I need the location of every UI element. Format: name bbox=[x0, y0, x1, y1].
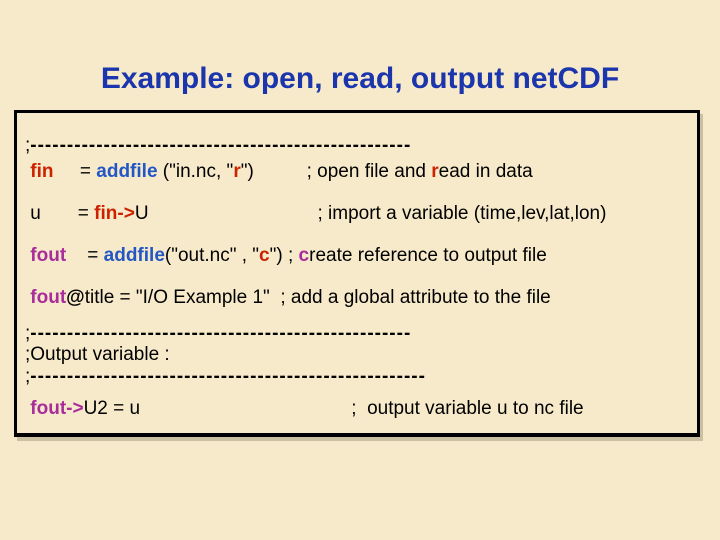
code-segment: ----------------------------------------… bbox=[30, 366, 426, 387]
code-line-open-input-file: fin = addfile ("in.nc, "r") ; open file … bbox=[25, 161, 533, 183]
code-segment: ----------------------------------------… bbox=[30, 135, 412, 156]
code-segment: ") ; bbox=[269, 245, 299, 266]
code-segment: ; bbox=[25, 323, 31, 344]
code-segment: ; output variable u to nc file bbox=[140, 398, 584, 419]
code-segment: ; bbox=[25, 135, 31, 156]
code-segment: ead in data bbox=[438, 161, 533, 182]
code-segment: r bbox=[233, 161, 241, 182]
code-segment: fin bbox=[30, 161, 54, 182]
code-segment: fout bbox=[30, 287, 67, 308]
code-segment: fout bbox=[30, 245, 67, 266]
code-line-output-variable: fout->U2 = u ; output variable u to nc f… bbox=[25, 398, 584, 420]
comment-divider-line: ;---------------------------------------… bbox=[25, 135, 411, 157]
code-box: ;---------------------------------------… bbox=[14, 110, 700, 437]
code-segment: U2 = u bbox=[83, 398, 141, 419]
code-segment: reate reference to output file bbox=[309, 245, 547, 266]
code-segment: ("out.nc" , " bbox=[164, 245, 260, 266]
code-segment: c bbox=[259, 245, 270, 266]
code-segment: ; bbox=[25, 366, 31, 387]
code-segment: = bbox=[66, 245, 104, 266]
code-segment: ") bbox=[240, 161, 254, 182]
code-segment: ;Output variable : bbox=[25, 344, 170, 365]
code-segment: addfile bbox=[96, 161, 158, 182]
code-segment: c bbox=[298, 245, 310, 266]
code-segment: title = "I/O Example 1" ; add a global a… bbox=[84, 287, 551, 308]
code-line-import-variable: u = fin->U ; import a variable (time,lev… bbox=[25, 203, 606, 225]
code-segment: U bbox=[134, 203, 149, 224]
code-segment: u = bbox=[25, 203, 95, 224]
code-segment: ("in.nc, " bbox=[157, 161, 234, 182]
code-segment: ; import a variable (time,lev,lat,lon) bbox=[148, 203, 607, 224]
code-segment: ; open file and bbox=[253, 161, 432, 182]
comment-divider-line: ;---------------------------------------… bbox=[25, 366, 426, 388]
code-segment: fout-> bbox=[30, 398, 84, 419]
code-segment: = bbox=[53, 161, 97, 182]
code-segment: r bbox=[431, 161, 439, 182]
code-segment: fin-> bbox=[94, 203, 135, 224]
code-segment: ----------------------------------------… bbox=[30, 323, 412, 344]
comment-output-variable: ;Output variable : bbox=[25, 344, 170, 366]
comment-divider-line: ;---------------------------------------… bbox=[25, 323, 411, 345]
code-segment: @ bbox=[66, 287, 85, 308]
code-line-open-output-file: fout = addfile("out.nc" , "c") ; create … bbox=[25, 245, 547, 267]
code-segment: addfile bbox=[103, 245, 165, 266]
code-line-global-attribute: fout@title = "I/O Example 1" ; add a glo… bbox=[25, 287, 551, 309]
page-title: Example: open, read, output netCDF bbox=[100, 62, 620, 95]
